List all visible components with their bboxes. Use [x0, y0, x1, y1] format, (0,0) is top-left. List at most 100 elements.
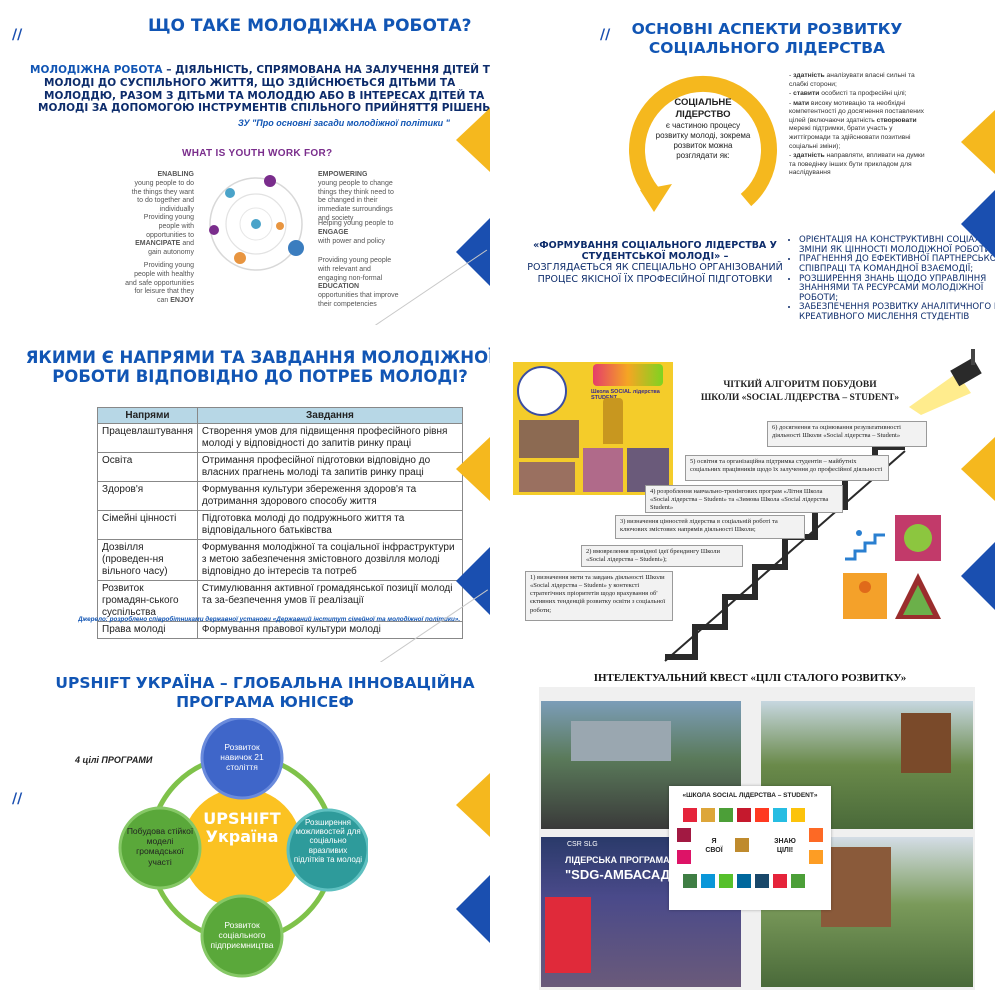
bullet-item: ОРІЄНТАЦІЯ НА КОНСТРУКТИВНІ СОЦІАЛЬНІ ЗМ…: [799, 235, 995, 255]
circle-text: СОЦІАЛЬНЕ ЛІДЕРСТВО є частиною процесу р…: [653, 97, 753, 161]
yellow-triangle-icon: [456, 108, 490, 172]
task-cell: Формування правової культури молоді: [196, 621, 464, 639]
photo: [519, 420, 579, 458]
law-source: ЗУ "Про основні засади молодіжної політи…: [238, 118, 450, 128]
definition-line: МОЛОДІ ДО СУСПІЛЬНОГО ЖИТТЯ, ЩО ЗДІЙСНЮЄ…: [44, 76, 456, 89]
blue-triangle-icon: [961, 542, 995, 610]
aspect-item: - ставити особисті та професійні цілі;: [789, 90, 907, 98]
engage-post: with power and policy: [318, 237, 385, 245]
definition-line: – ДІЯЛЬНІСТЬ, СПРЯМОВАНА НА ЗАЛУЧЕННЯ ДІ…: [162, 64, 490, 76]
slide-title: ОСНОВНІ АСПЕКТИ РОЗВИТКУ СОЦІАЛЬНОГО ЛІД…: [617, 20, 917, 57]
definition-line: МОЛОДІ ЗА ДОПОМОГОЮ ІНСТРУМЕНТІВ СПІЛЬНО…: [38, 102, 490, 115]
sdg-icon: [773, 874, 787, 888]
algorithm-step: 6) досягнення та оцінювання результативн…: [767, 421, 927, 447]
pyramid-icon: [895, 573, 941, 619]
task-cell: Отримання професійної підготовки відпові…: [196, 452, 464, 482]
slide-sdg-quest: ІНТЕЛЕКТУАЛЬНИЙ КВЕСТ «ЦІЛІ СТАЛОГО РОЗВ…: [505, 670, 995, 995]
sdg-icon: [719, 874, 733, 888]
aspect-text: особисті та професійні цілі;: [819, 90, 907, 98]
cycle-arrow-icon: [629, 75, 777, 212]
goal-top: Розвиток навичок 21 століття: [220, 742, 264, 773]
direction-cell: Права молоді: [97, 621, 198, 639]
slide-title: ЩО ТАКЕ МОЛОДІЖНА РОБОТА?: [148, 16, 472, 36]
spotlight-icon: [909, 349, 982, 415]
algorithm-step: 1) визначення мети та завдань діяльності…: [525, 571, 673, 621]
title-line: СОЦІАЛЬНОГО ЛІДЕРСТВА: [648, 38, 886, 57]
column-header: Завдання: [196, 407, 464, 424]
yellow-triangle-icon: [961, 437, 995, 501]
yellow-triangle-icon: [456, 437, 490, 501]
engage-pre: Helping young people to: [318, 220, 394, 227]
direction-cell: Сімейні цінності: [97, 510, 198, 540]
task-cell: Підготовка молоді до подружнього життя т…: [196, 510, 464, 540]
blue-triangle-icon: [456, 547, 490, 615]
circle-head: СОЦІАЛЬНЕ ЛІДЕРСТВО: [674, 97, 732, 120]
title-line: УКРАЇНА – ГЛОБАЛЬНА ІННОВАЦІЙНА: [130, 674, 475, 692]
education-post: opportunities that improve their compete…: [318, 292, 399, 308]
enabling-head: ENABLING: [157, 171, 194, 178]
upshift-goals-diagram: [118, 718, 368, 978]
table-source: Джерело: розроблено співробітниками держ…: [78, 616, 461, 623]
school-logo: [517, 366, 567, 416]
direction-cell: Освіта: [97, 452, 198, 482]
sdg-icon: [791, 808, 805, 822]
sdg-icon: [677, 850, 691, 864]
house-image: [821, 847, 891, 927]
slide-leadership-aspects: // ОСНОВНІ АСПЕКТИ РОЗВИТКУ СОЦІАЛЬНОГО …: [505, 0, 995, 325]
banner-line: "SDG-АМБАСАД: [565, 867, 670, 882]
emancipate-post: and gain autonomy: [148, 240, 194, 256]
sdg-icon: [809, 850, 823, 864]
banner-line: ЛІДЕРСЬКА ПРОГРАМА ДЛЯ: [565, 855, 692, 865]
sdg-icon: [773, 808, 787, 822]
title-line: ШКОЛИ «SOCIAL ЛІДЕРСТВА – STUDENT»: [700, 393, 900, 404]
goal-right: Розширення можливостей для соціально вра…: [293, 818, 363, 864]
algorithm-step: 5) освітня та організаційна підтримка ст…: [685, 455, 889, 481]
enabling-desc: young people to do the things they want …: [131, 179, 194, 213]
bullet-item: РОЗШИРЕННЯ ЗНАНЬ ЩОДО УПРАВЛІННЯ ЗНАННЯМ…: [799, 274, 995, 304]
center-line: UPSHIFT: [203, 809, 281, 828]
photo-collage: CSR SLG ЛІДЕРСЬКА ПРОГРАМА ДЛЯ "SDG-АМБА…: [539, 687, 975, 990]
title-line: ЯКИМИ Є НАПРЯМИ ТА ЗАВДАННЯ МОЛОДІЖНОЇ: [25, 348, 490, 367]
youth-work-circle-diagram: [209, 175, 304, 271]
aspect-text: направляти, впливати на думки та поведін…: [789, 152, 925, 177]
school-collage: Школа SOCIAL лідерства STUDENT: [513, 362, 673, 495]
sdg-icon: [735, 838, 749, 852]
algorithm-step: 4) розроблення навчально-тренінгових про…: [645, 485, 843, 513]
enjoy-text: Providing young people with healthy and …: [124, 262, 194, 306]
task-cell: Створення умов для підвищення професійно…: [196, 423, 464, 453]
slide-youth-work: // ЩО ТАКЕ МОЛОДІЖНА РОБОТА? МОЛОДІЖНА Р…: [0, 0, 490, 325]
formation-block: «ФОРМУВАННЯ СОЦІАЛЬНОГО ЛІДЕРСТВА У СТУД…: [525, 240, 785, 285]
speaker-photo: [545, 897, 591, 973]
sdg-icon: [755, 808, 769, 822]
table-row: Дозвілля (проведен-ня вільного часу)Форм…: [97, 539, 464, 581]
aspect-text: мережі підтримки, брати участь у життігр…: [789, 125, 911, 150]
sdg-icon: [755, 874, 769, 888]
direction-cell: Здоров'я: [97, 481, 198, 511]
title-line: ОСНОВНІ АСПЕКТИ РОЗВИТКУ: [631, 20, 903, 38]
slide-title: UPSHIFT УКРАЇНА – ГЛОБАЛЬНА ІННОВАЦІЙНА …: [40, 674, 490, 711]
upshift-center: UPSHIFT Україна: [196, 809, 288, 847]
definition-line: МОЛОДДЮ, РАЗОМ З ДІТЬМИ ТА МОЛОДДЮ АБО В…: [44, 89, 485, 102]
blue-triangle-icon: [961, 190, 995, 258]
emancipate-pre: Providing young people with opportunitie…: [143, 214, 194, 239]
emancipate-text: Providing young people with opportunitie…: [124, 214, 194, 258]
aspect-item: - мати високу мотивацію та необхідні ком…: [789, 99, 925, 150]
chevron-icon: //: [12, 791, 23, 807]
enjoy-head: ENJOY: [170, 297, 194, 304]
aspect-bold: мати: [793, 99, 810, 107]
quest-word: СВОЇ: [705, 846, 723, 854]
slide-title: ІНТЕЛЕКТУАЛЬНИЙ КВЕСТ «ЦІЛІ СТАЛОГО РОЗВ…: [593, 672, 907, 684]
title-line: ПРОГРАМА ЮНІСЕФ: [176, 692, 354, 711]
center-line: Україна: [205, 827, 279, 847]
quest-word: Я: [711, 838, 717, 845]
algorithm-title: ЧІТКИЙ АЛГОРИТМ ПОБУДОВИ ШКОЛИ «SOCIAL Л…: [670, 379, 930, 406]
formation-title: «ФОРМУВАННЯ СОЦІАЛЬНОГО ЛІДЕРСТВА У СТУД…: [533, 240, 777, 263]
screen-image: [571, 721, 671, 761]
algorithm-step: 3) визначення цінностей лідерства в соці…: [615, 515, 805, 539]
